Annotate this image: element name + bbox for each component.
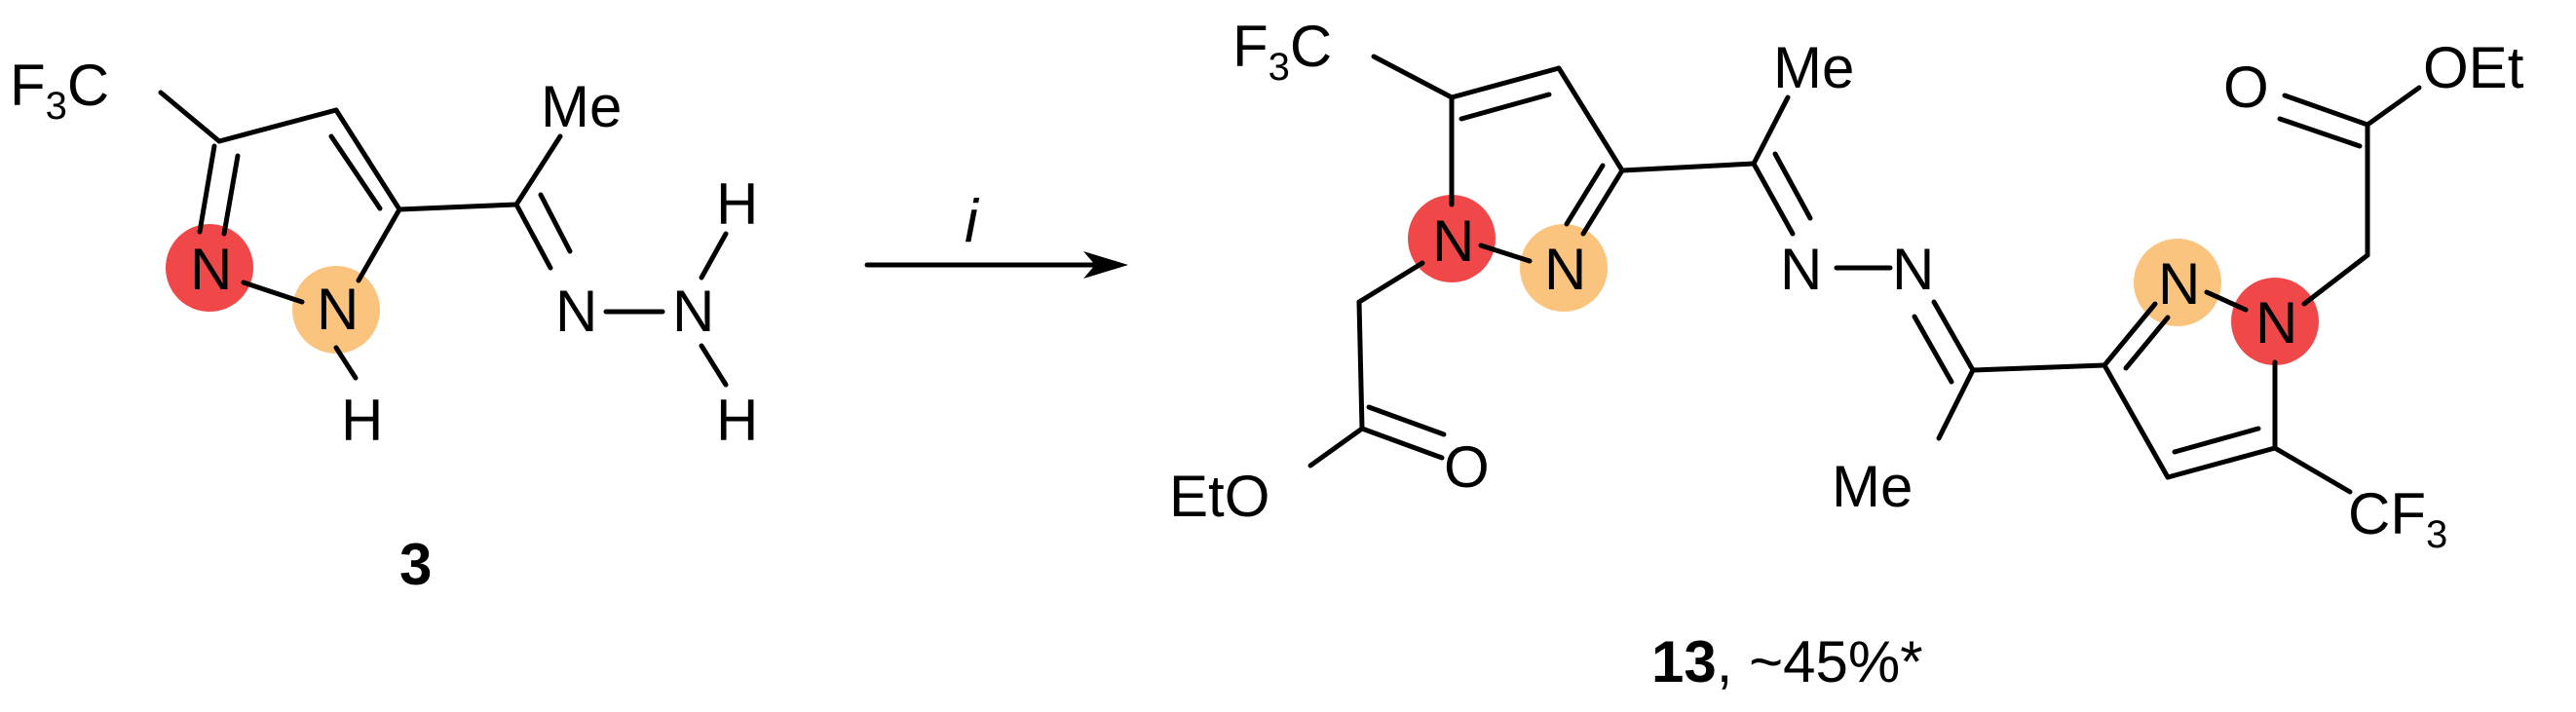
p-n1-left-label: N bbox=[1432, 208, 1474, 274]
bond-right-co-o-double bbox=[2277, 116, 2363, 149]
bond-c3-c4 bbox=[216, 107, 339, 144]
product-structure: F3C Me N N N N N N OEt O EtO O Me CF3 bbox=[1169, 14, 2524, 556]
arrow-head bbox=[1083, 251, 1128, 279]
highlight-left-n1-red bbox=[1408, 195, 1496, 282]
bond-cim-me-top bbox=[1751, 94, 1791, 167]
bond-left-co-oet bbox=[1307, 426, 1365, 468]
bond-n2-c3 bbox=[197, 143, 217, 235]
bond-right-c3-n2 bbox=[2102, 301, 2158, 368]
h-top-label: H bbox=[716, 171, 758, 237]
bond-c5-cim bbox=[397, 202, 519, 212]
bond-right-n2-n1 bbox=[2204, 289, 2249, 313]
bond-right-c4-c3 bbox=[2102, 362, 2171, 480]
highlight-nh-orange bbox=[292, 266, 380, 354]
bond-nh2-htop bbox=[699, 231, 729, 281]
bond-cim-me bbox=[513, 133, 563, 207]
bond-left-co-o-double bbox=[1366, 404, 1447, 437]
f3c-label: F3C bbox=[10, 53, 109, 128]
h-bottom-label: H bbox=[716, 388, 758, 453]
p-o-top-label: O bbox=[2223, 55, 2269, 120]
ring-nh-label: N bbox=[317, 277, 359, 342]
bond-right-n1-ch2 bbox=[2301, 252, 2370, 307]
reactant-structure: F3C Me N N H N N H H bbox=[10, 53, 758, 453]
bond-cim-n-double bbox=[538, 192, 573, 254]
bond-n-cim-right bbox=[1931, 299, 1976, 373]
bond-cim-n bbox=[513, 202, 553, 271]
bond-left-n1-n2 bbox=[1478, 243, 1533, 264]
me-label: Me bbox=[541, 74, 622, 139]
bond-c5-n1 bbox=[356, 206, 402, 283]
ring-n1-label: N bbox=[190, 237, 232, 302]
bond-right-co-o bbox=[2282, 93, 2370, 128]
reagent-label: i bbox=[965, 188, 980, 255]
bond-left-c3-n2 bbox=[1580, 168, 1625, 237]
bond-n2-c3-double bbox=[221, 153, 241, 237]
p-right-n-b-label: N bbox=[2255, 290, 2297, 356]
bond-right-c5-c4-inner bbox=[2172, 426, 2261, 455]
bond-right-co-oet bbox=[2365, 85, 2422, 128]
bond-right-c5-cf3 bbox=[2272, 445, 2353, 495]
p-right-n-a-label: N bbox=[2158, 251, 2200, 317]
bond-cim-me-bottom bbox=[1936, 367, 1976, 441]
highlight-left-n2-orange bbox=[1520, 224, 1608, 312]
p-n2-left-label: N bbox=[1544, 237, 1586, 302]
bond-c3-cim-left bbox=[1619, 161, 1757, 173]
ring-h-label: H bbox=[341, 388, 383, 453]
hydrazone-n2-label: N bbox=[672, 279, 714, 344]
bond-cim-n-left-double bbox=[1772, 151, 1813, 221]
reaction-arrow bbox=[864, 251, 1128, 279]
p-o-bottom-label: O bbox=[1444, 434, 1490, 500]
bond-left-co-o bbox=[1359, 426, 1445, 461]
bond-left-c5-c4-inner bbox=[1458, 92, 1552, 122]
bond-left-f3c-c5 bbox=[1371, 54, 1455, 100]
p-azine-n1-label: N bbox=[1780, 237, 1822, 302]
bond-left-n1-ch2 bbox=[1356, 260, 1425, 305]
p-eto-bottom-label: EtO bbox=[1169, 464, 1269, 529]
bond-nh-h bbox=[333, 345, 359, 381]
p-azine-n2-label: N bbox=[1892, 237, 1934, 302]
bond-left-c3-n2-inner bbox=[1564, 163, 1606, 227]
bond-left-c5-c4 bbox=[1449, 65, 1562, 100]
bond-c4-c5-inner bbox=[328, 133, 383, 211]
highlight-right-n-red bbox=[2231, 278, 2319, 365]
p-oet-top-label: OEt bbox=[2423, 35, 2524, 100]
bond-n1-n2 bbox=[241, 280, 305, 305]
bond-left-ch2-co bbox=[1356, 299, 1365, 431]
highlight-n1-red bbox=[166, 224, 253, 312]
compound-3-number: 3 bbox=[399, 532, 432, 597]
p-me-top-label: Me bbox=[1773, 35, 1854, 100]
bond-nh2-hbottom bbox=[699, 343, 729, 388]
compound-13-yield: , ~45%* bbox=[1717, 629, 1923, 694]
bond-n-cim-right-double bbox=[1912, 314, 1954, 385]
compound-13-number: 13 bbox=[1651, 629, 1717, 694]
bond-cim-c3-right bbox=[1970, 362, 2107, 373]
p-cf3-label: CF3 bbox=[2348, 481, 2447, 556]
bond-right-c3-n2-inner bbox=[2123, 315, 2171, 371]
hydrazone-n1-label: N bbox=[555, 279, 597, 344]
p-me-bottom-label: Me bbox=[1832, 454, 1913, 519]
bond-right-c5-c4 bbox=[2165, 445, 2278, 480]
p-f3c-label: F3C bbox=[1232, 14, 1332, 89]
bond-cim-n-left bbox=[1751, 161, 1796, 237]
bond-left-c4-c3 bbox=[1556, 65, 1625, 173]
bond-c4-c5 bbox=[333, 107, 402, 212]
compound-13-caption: 13, ~45%* bbox=[1651, 629, 1923, 694]
bond-f3c-c3 bbox=[158, 90, 222, 144]
